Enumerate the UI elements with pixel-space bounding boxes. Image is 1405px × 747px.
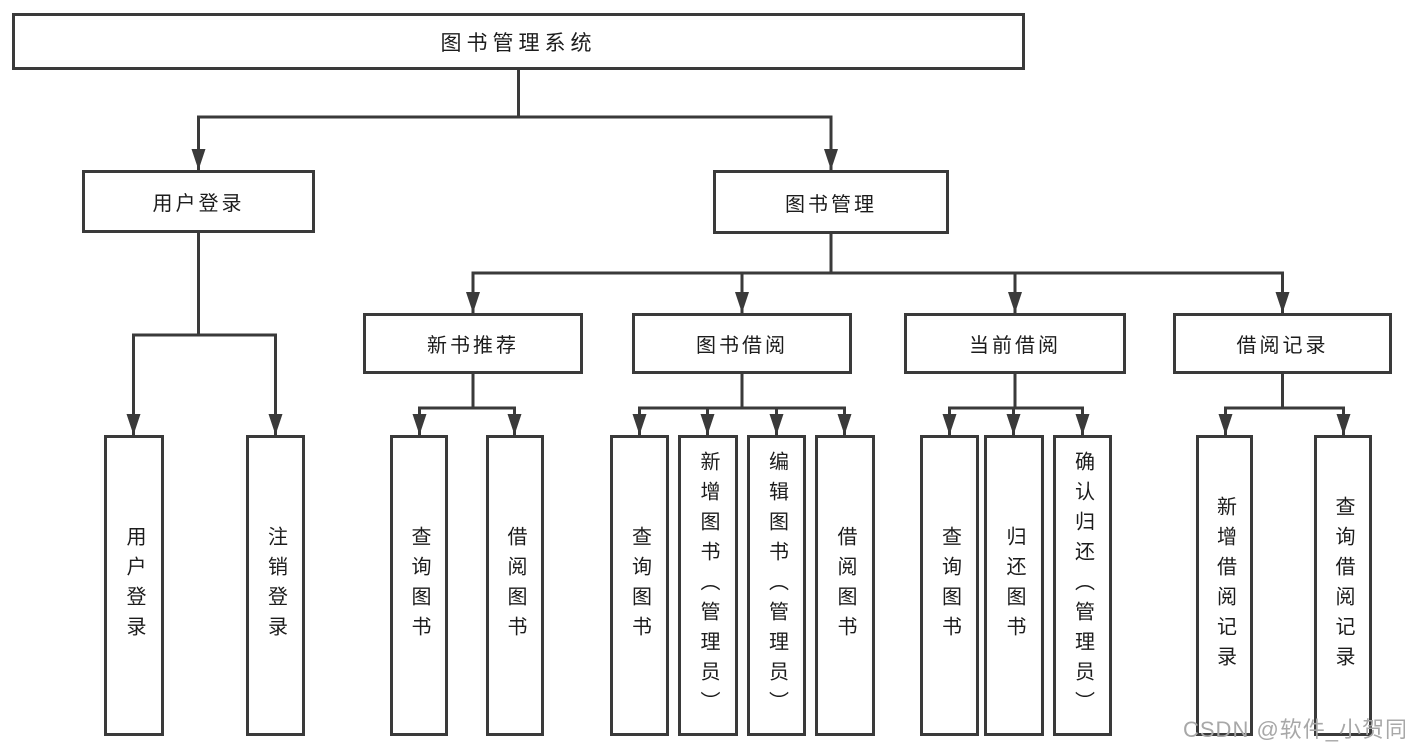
node-book-management: 图书管理 [713,170,949,234]
leaf-borrow-books-b-label: 借阅图书 [834,525,856,646]
node-current-borrow: 当前借阅 [904,313,1126,374]
leaf-edit-books-admin-label: 编辑图书（管理员） [765,450,788,721]
node-new-book-recommend: 新书推荐 [363,313,583,374]
leaf-query-books-a-label: 查询图书 [408,525,430,646]
leaf-edit-books-admin: 编辑图书（管理员） [747,435,806,736]
csdn-watermark: CSDN @软件_小贺同学 [1183,717,1405,742]
leaf-query-borrow-record-label: 查询借阅记录 [1332,495,1354,676]
leaf-query-books-b: 查询图书 [610,435,669,736]
leaf-borrow-books-a-label: 借阅图书 [504,525,526,646]
leaf-logout: 注销登录 [246,435,305,736]
arrowhead-icons [126,149,1351,435]
leaf-query-books-c-label: 查询图书 [938,525,961,646]
leaf-user-login-label: 用户登录 [123,525,145,646]
leaf-borrow-books-a: 借阅图书 [486,435,544,736]
leaf-add-books-admin: 新增图书（管理员） [678,435,738,736]
node-root-system: 图书管理系统 [12,13,1025,70]
leaf-add-borrow-record: 新增借阅记录 [1196,435,1253,736]
leaf-query-books-c: 查询图书 [920,435,979,736]
leaf-borrow-books-b: 借阅图书 [815,435,875,736]
node-user-login: 用户登录 [82,170,315,233]
leaf-return-books-label: 归还图书 [1003,525,1025,646]
leaf-query-books-b-label: 查询图书 [628,525,651,646]
node-book-borrow: 图书借阅 [632,313,852,374]
leaf-query-borrow-record: 查询借阅记录 [1314,435,1372,736]
leaf-add-books-admin-label: 新增图书（管理员） [697,450,719,721]
leaf-confirm-return-admin: 确认归还（管理员） [1053,435,1112,736]
leaf-logout-label: 注销登录 [264,525,287,646]
leaf-user-login: 用户登录 [104,435,164,736]
node-borrow-records: 借阅记录 [1173,313,1392,374]
connector-lines [132,69,1345,435]
leaf-query-books-a: 查询图书 [390,435,448,736]
leaf-confirm-return-admin-label: 确认归还（管理员） [1071,450,1094,721]
leaf-return-books: 归还图书 [984,435,1044,736]
leaf-add-borrow-record-label: 新增借阅记录 [1213,495,1236,676]
